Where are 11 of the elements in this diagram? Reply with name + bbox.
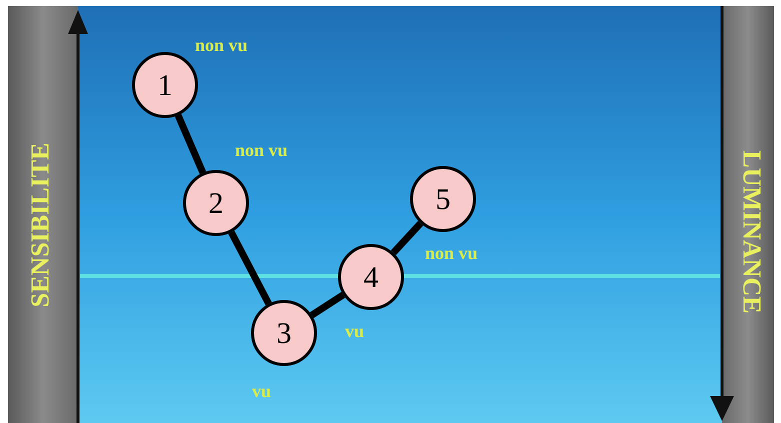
connector-line	[228, 230, 272, 306]
connector-line	[174, 114, 206, 174]
status-label: non vu	[195, 34, 248, 57]
status-label: non vu	[235, 139, 288, 162]
connector-line	[310, 292, 346, 318]
axis-label: LUMINANCE	[736, 150, 768, 314]
connector-line	[390, 220, 424, 256]
status-label: vu	[252, 380, 272, 403]
axis-label: SENSIBILITE	[24, 142, 56, 308]
status-label: vu	[345, 320, 364, 343]
status-label: non vu	[425, 242, 478, 265]
